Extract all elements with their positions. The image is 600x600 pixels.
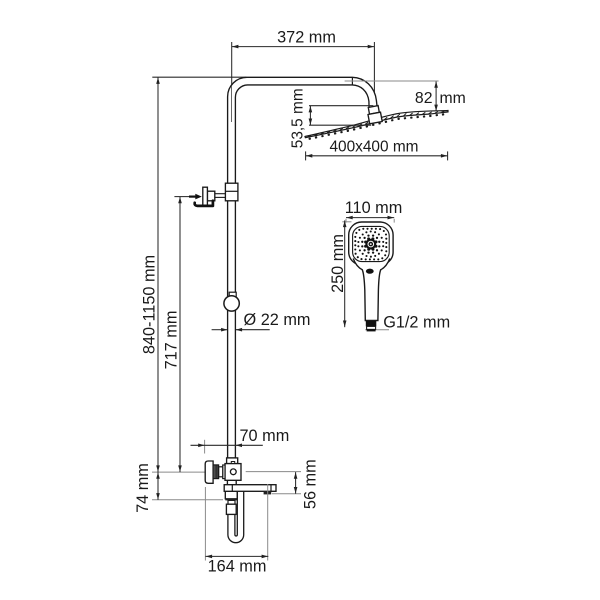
svg-text:56 mm: 56 mm: [301, 459, 319, 509]
svg-text:840-1150 mm: 840-1150 mm: [140, 255, 158, 354]
svg-text:Ø 22 mm: Ø 22 mm: [244, 311, 311, 329]
svg-text:372 mm: 372 mm: [277, 29, 336, 47]
svg-text:717 mm: 717 mm: [162, 311, 180, 370]
svg-text:74 mm: 74 mm: [134, 463, 152, 513]
svg-text:G1/2 mm: G1/2 mm: [383, 314, 450, 332]
svg-text:110 mm: 110 mm: [345, 199, 403, 217]
svg-text:82: 82: [415, 90, 433, 107]
svg-text:53,5 mm: 53,5 mm: [290, 88, 307, 148]
svg-text:164 mm: 164 mm: [208, 558, 267, 576]
svg-text:400x400 mm: 400x400 mm: [330, 138, 419, 155]
svg-text:mm: mm: [440, 90, 466, 107]
svg-text:70 mm: 70 mm: [240, 427, 290, 445]
svg-text:250 mm: 250 mm: [329, 234, 347, 293]
